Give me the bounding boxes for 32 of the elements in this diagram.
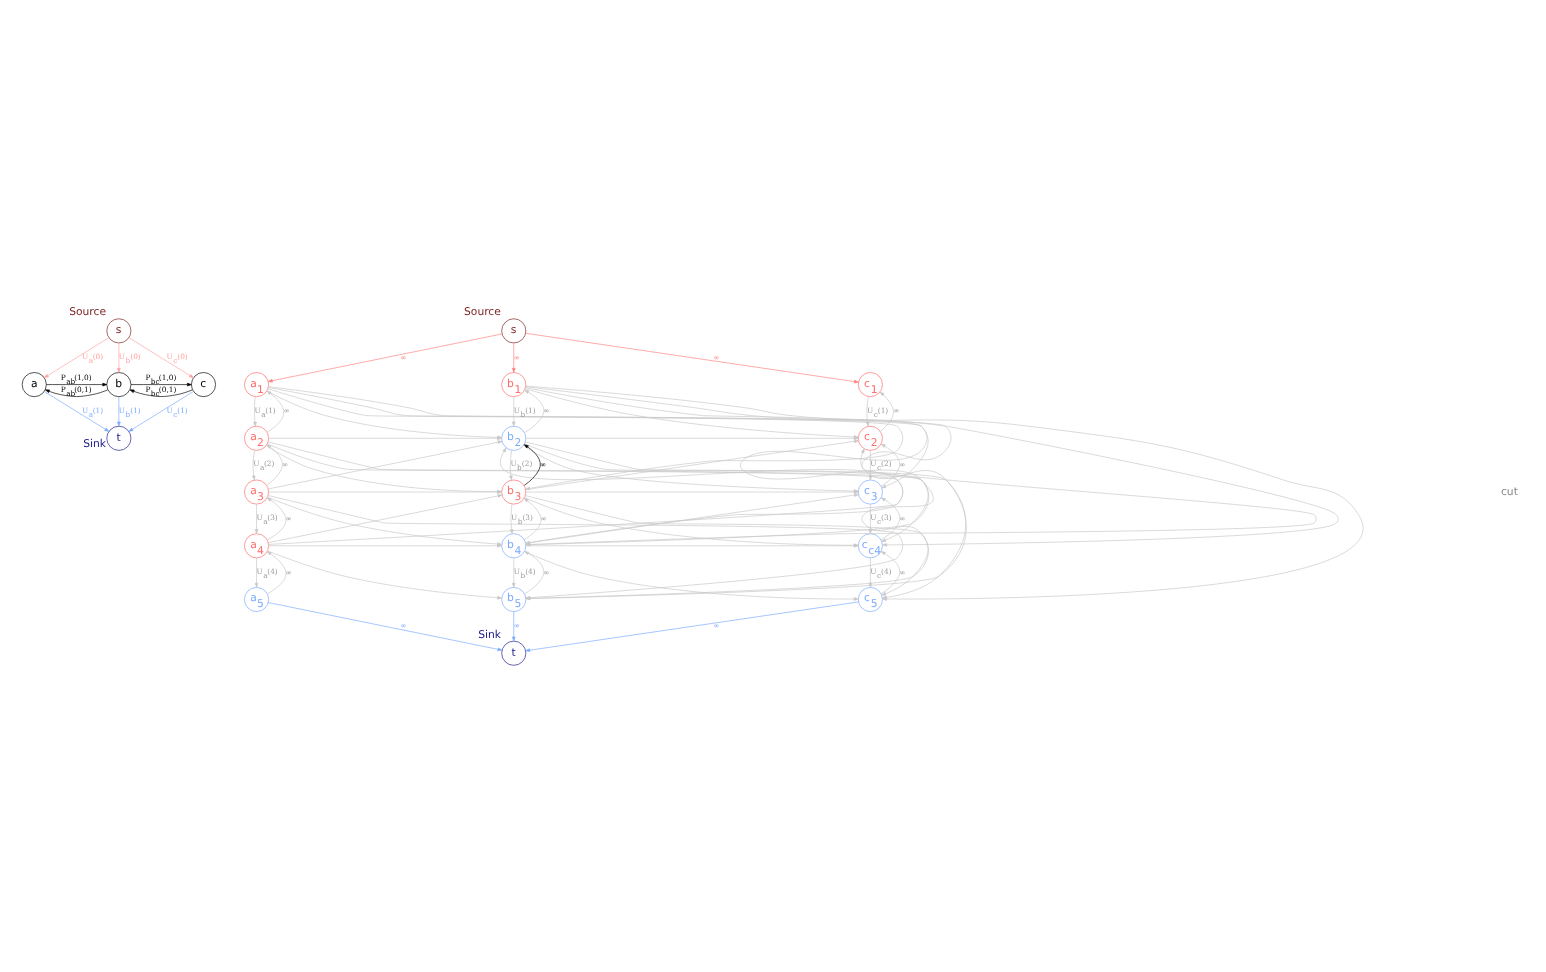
arrow: [267, 602, 503, 652]
arrow: [865, 396, 870, 427]
arrow: [266, 390, 285, 433]
arrow: [524, 551, 545, 595]
arrow: [128, 391, 194, 432]
arrow: [880, 551, 901, 594]
arrow: [252, 450, 256, 481]
arrow: [254, 557, 259, 588]
arrow: [524, 551, 859, 601]
arrow: [46, 382, 108, 387]
arrow: [43, 391, 110, 432]
arrow: [512, 396, 516, 427]
arrow: [868, 557, 873, 588]
arrow: [268, 333, 503, 383]
arrow: [117, 396, 121, 427]
arrow: [512, 342, 516, 373]
arrow: [525, 601, 859, 652]
arrow: [254, 504, 259, 534]
arrow: [117, 342, 121, 373]
arrow: [266, 551, 287, 595]
arrow: [512, 611, 516, 642]
arrow: [524, 389, 545, 433]
arrow: [130, 382, 192, 387]
arrow: [129, 389, 193, 397]
arrow: [43, 337, 110, 379]
arrow: [512, 557, 516, 588]
arrow: [267, 550, 502, 600]
arrow: [128, 337, 194, 379]
arrow: [253, 396, 257, 427]
arrow: [45, 389, 109, 397]
arrow: [525, 332, 859, 384]
arrow: [879, 391, 894, 432]
